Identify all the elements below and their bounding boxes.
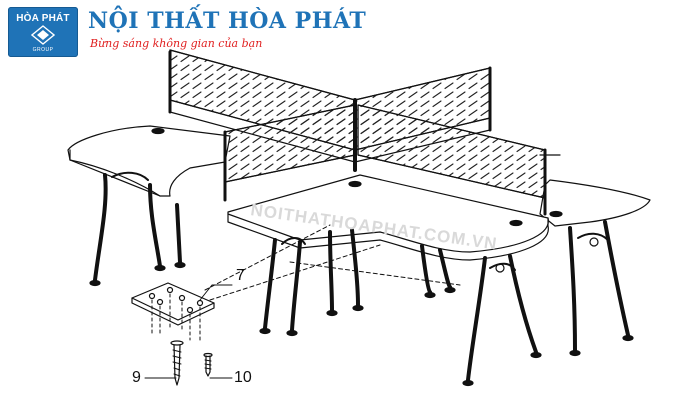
joint-plate (131, 282, 233, 326)
partition-front-right (353, 98, 547, 216)
logo-diamond-icon (31, 25, 55, 45)
callout-part-7: 7 (236, 267, 245, 284)
desk-right (539, 154, 651, 357)
wood-screw (144, 340, 184, 386)
logo-name: HÒA PHÁT (16, 13, 70, 24)
logo-group-label: GROUP (32, 47, 54, 53)
desk-left (67, 125, 231, 287)
screw-drop-lines (151, 293, 201, 341)
brand-title: NỘI THẤT HÒA PHÁT (88, 8, 367, 34)
brand-slogan: Bừng sáng không gian của bạn (90, 37, 263, 50)
assembly-dashed-lines (204, 224, 461, 301)
callout-part-10: 10 (234, 369, 252, 386)
brand-logo: HÒA PHÁT GROUP (8, 7, 78, 57)
callout-part-9: 9 (132, 369, 141, 386)
machine-screw (203, 352, 233, 379)
